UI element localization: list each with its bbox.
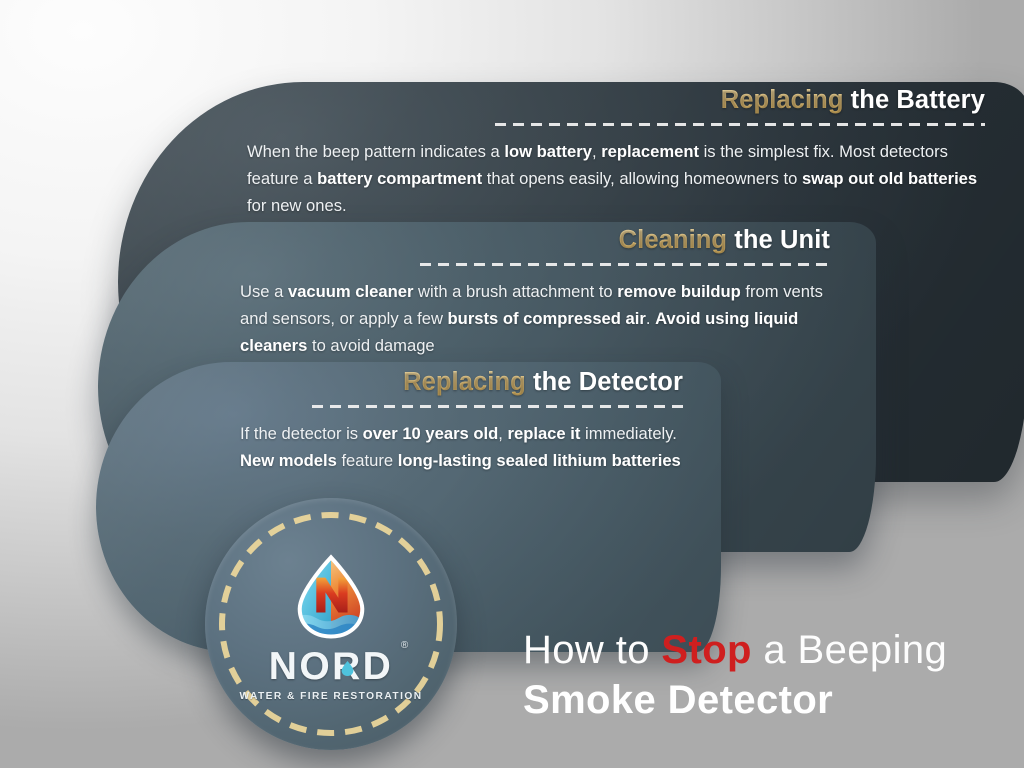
main-title-part-2: a Beeping bbox=[751, 628, 948, 672]
section-1-heading-rest: the Battery bbox=[843, 86, 985, 114]
section-cleaning-the-unit: Cleaning the Unit Use a vacuum cleaner w… bbox=[240, 226, 830, 376]
section-replacing-the-detector: Replacing the Detector If the detector i… bbox=[240, 368, 683, 491]
section-2-heading-accent: Cleaning bbox=[618, 226, 728, 254]
main-title-part-1: How to bbox=[523, 628, 662, 672]
main-title-line-1: How to Stop a Beeping bbox=[523, 627, 947, 673]
section-1-heading: Replacing the Battery bbox=[247, 86, 985, 114]
section-3-heading-rest: the Detector bbox=[525, 368, 683, 396]
section-2-heading: Cleaning the Unit bbox=[240, 226, 830, 254]
wordmark-text: NORD bbox=[268, 645, 394, 688]
main-title-emphasis-stop: Stop bbox=[661, 628, 752, 672]
badge-content: NORD ® WATER & FIRE RESTORATION bbox=[205, 550, 457, 702]
main-title-line-2: Smoke Detector bbox=[523, 678, 834, 723]
small-droplet-icon bbox=[341, 661, 354, 676]
section-1-body: When the beep pattern indicates a low ba… bbox=[247, 142, 978, 215]
registered-trademark-mark: ® bbox=[400, 640, 409, 651]
section-3-divider bbox=[312, 405, 683, 409]
section-2-body: Use a vacuum cleaner with a brush attach… bbox=[240, 282, 823, 355]
section-3-body: If the detector is over 10 years old, re… bbox=[240, 424, 681, 470]
nord-logo-badge: NORD ® WATER & FIRE RESTORATION bbox=[205, 498, 457, 750]
section-3-heading-accent: Replacing bbox=[403, 368, 526, 396]
section-2-divider bbox=[420, 263, 830, 267]
dashed-ring-icon bbox=[219, 512, 443, 736]
main-title: How to Stop a Beeping Smoke Detector bbox=[523, 627, 947, 724]
water-fire-droplet-n-icon bbox=[297, 554, 365, 639]
wordmark: NORD ® bbox=[268, 641, 408, 688]
section-1-heading-accent: Replacing bbox=[720, 86, 844, 114]
section-replacing-the-battery: Replacing the Battery When the beep patt… bbox=[247, 86, 985, 236]
section-2-heading-rest: the Unit bbox=[727, 226, 830, 254]
section-3-heading: Replacing the Detector bbox=[240, 368, 683, 396]
section-1-divider bbox=[495, 123, 985, 127]
badge-tagline: WATER & FIRE RESTORATION bbox=[239, 691, 423, 702]
